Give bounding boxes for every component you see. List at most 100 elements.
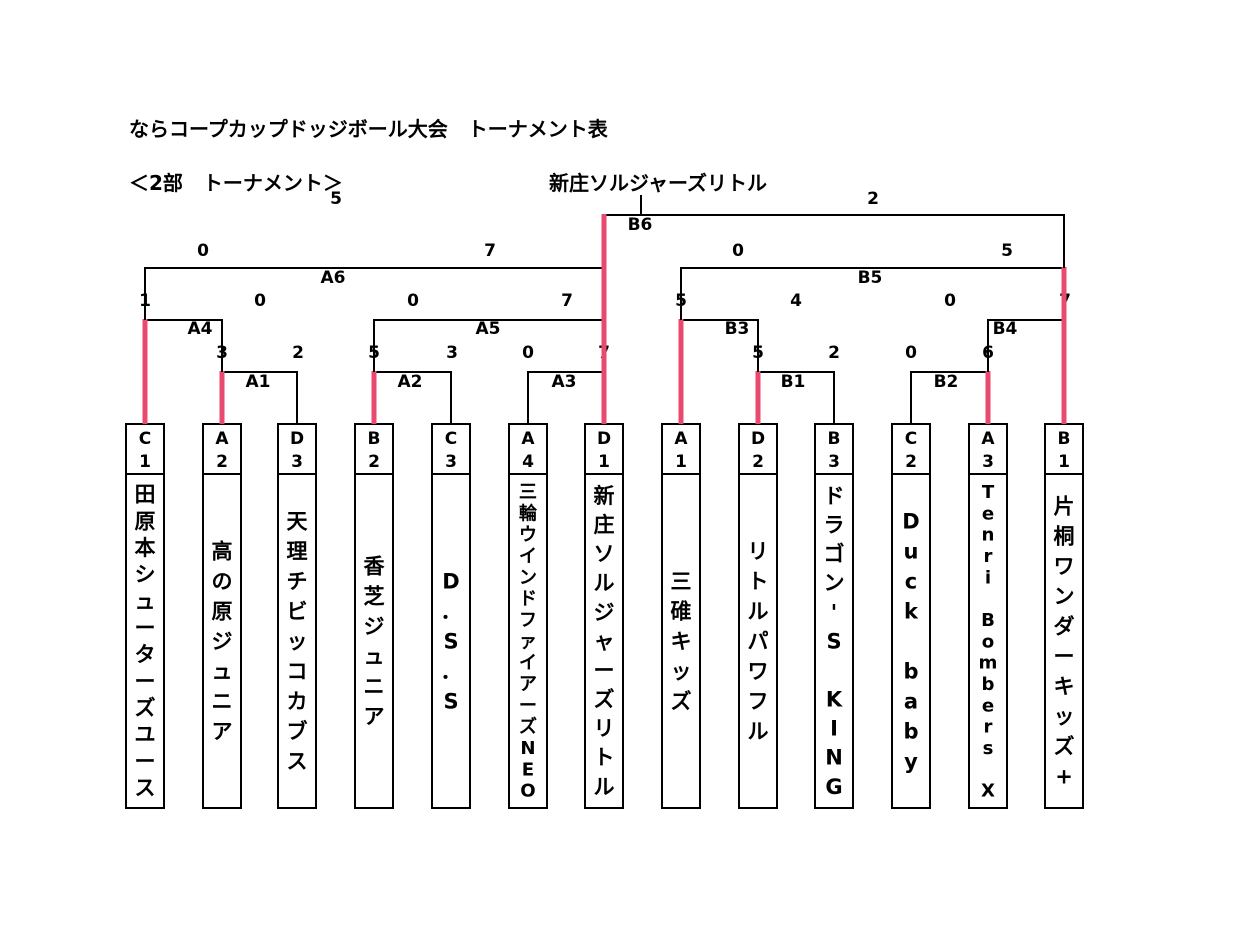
seed-group: D	[597, 429, 611, 449]
team-name-char: E	[522, 759, 534, 780]
team-name-char: ニ	[364, 674, 385, 698]
team-name-char: ー	[135, 669, 156, 693]
seed-number: 2	[368, 452, 380, 472]
seed-number: 3	[982, 452, 994, 472]
score-left: 0	[732, 241, 744, 261]
team-name-char: 原	[135, 509, 156, 533]
team-name-char: ス	[135, 776, 156, 800]
team-name-char: 芝	[364, 584, 385, 608]
team-name-char: の	[212, 569, 233, 593]
team-name-char: チ	[287, 569, 308, 593]
seed-group: A	[521, 429, 535, 449]
team-name-char: 碓	[671, 599, 692, 623]
team-name-char: c	[905, 569, 917, 593]
team-name-char: ア	[519, 674, 537, 695]
team-name-char: ア	[364, 704, 385, 728]
team-name-char: イ	[519, 546, 537, 567]
team-name-char: ジ	[364, 614, 385, 638]
team-name-char: ブ	[287, 719, 308, 743]
score-right: 7	[484, 241, 496, 261]
team-name-char: r	[984, 546, 993, 567]
team-name-char: N	[825, 746, 843, 770]
team-name-char: リ	[748, 539, 769, 563]
team-name-char: ニ	[212, 689, 233, 713]
seed-number: 3	[828, 452, 840, 472]
team-name-char: B	[981, 610, 995, 631]
team-name-char: ズ	[135, 696, 156, 720]
team-name-char: リ	[594, 717, 615, 741]
team-name-char: 高	[212, 539, 233, 563]
score-right: 3	[446, 343, 458, 363]
team-name-char: 新	[594, 484, 615, 508]
score-left: 0	[197, 241, 209, 261]
team-name-char: ー	[519, 695, 537, 716]
team-name-char: G	[825, 775, 842, 799]
team-name-char: y	[904, 749, 918, 773]
team-name-char: I	[830, 717, 838, 741]
match-label: B1	[781, 372, 806, 392]
score-right: 4	[790, 291, 802, 311]
team-name-char: ド	[519, 589, 537, 610]
team-name-char: ソ	[594, 542, 615, 566]
team-name-char: ッ	[287, 629, 308, 653]
team-name-char: T	[982, 482, 995, 503]
team-name-char: ュ	[212, 659, 233, 683]
team-name-char: ル	[748, 599, 769, 623]
team-name-char: ダ	[1054, 614, 1075, 638]
match-label: A1	[246, 372, 271, 392]
score-right: 2	[292, 343, 304, 363]
team-name-char: n	[982, 525, 995, 546]
team-name-char: ア	[212, 719, 233, 743]
team-name-char: ル	[594, 571, 615, 595]
team-name-char: ビ	[287, 599, 308, 623]
team-name-char: ユ	[135, 723, 156, 747]
team-name-char: 三	[519, 482, 537, 503]
score-left: 0	[944, 291, 956, 311]
team-name-char: 本	[135, 536, 156, 560]
team-name-char: b	[903, 659, 918, 683]
seed-group: C	[445, 429, 457, 449]
score-right: 0	[254, 291, 266, 311]
team-name-char: e	[982, 503, 994, 524]
team-name-char: ラ	[824, 513, 845, 537]
seed-group: B	[828, 429, 841, 449]
seed-number: 2	[216, 452, 228, 472]
seed-number: 1	[139, 452, 151, 472]
team-name-char: ジ	[212, 629, 233, 653]
team-name-char: ワ	[748, 659, 769, 683]
team-name-char: ズ	[519, 716, 537, 738]
match-label: A4	[188, 319, 213, 339]
team-name-char: 庄	[594, 513, 615, 537]
team-name-char: o	[982, 631, 994, 652]
team-name-char: ド	[824, 484, 845, 508]
team-name-char: N	[520, 738, 535, 759]
seed-number: 2	[905, 452, 917, 472]
team-name-char: ー	[1054, 644, 1075, 668]
team-name-char: フ	[519, 610, 537, 631]
team-name-char: X	[981, 781, 995, 802]
seed-number: 3	[445, 452, 457, 472]
team-name-char: ー	[135, 616, 156, 640]
team-name-char: e	[982, 695, 994, 716]
seed-group: C	[139, 429, 151, 449]
team-name-char: '	[831, 600, 837, 624]
team-name-char: ス	[287, 749, 308, 773]
team-name-char: ン	[824, 571, 845, 595]
match-label: B5	[858, 268, 883, 288]
team-name-char: ジ	[594, 600, 615, 624]
team-name-char: a	[904, 689, 918, 713]
seed-number: 1	[1058, 452, 1070, 472]
page-title: ならコープカップドッジボール大会 トーナメント表	[129, 117, 608, 141]
seed-group: C	[905, 429, 917, 449]
match-label: A6	[321, 268, 346, 288]
champion-name: 新庄ソルジャーズリトル	[549, 171, 767, 195]
team-name-char: m	[979, 653, 998, 674]
team-name-char: D	[902, 509, 919, 533]
team-name-char: u	[904, 539, 919, 563]
score-left: 5	[330, 189, 342, 209]
team-name-char: ン	[1054, 584, 1075, 608]
team-name-char: ァ	[519, 631, 537, 652]
team-name-char: ッ	[1054, 704, 1075, 728]
